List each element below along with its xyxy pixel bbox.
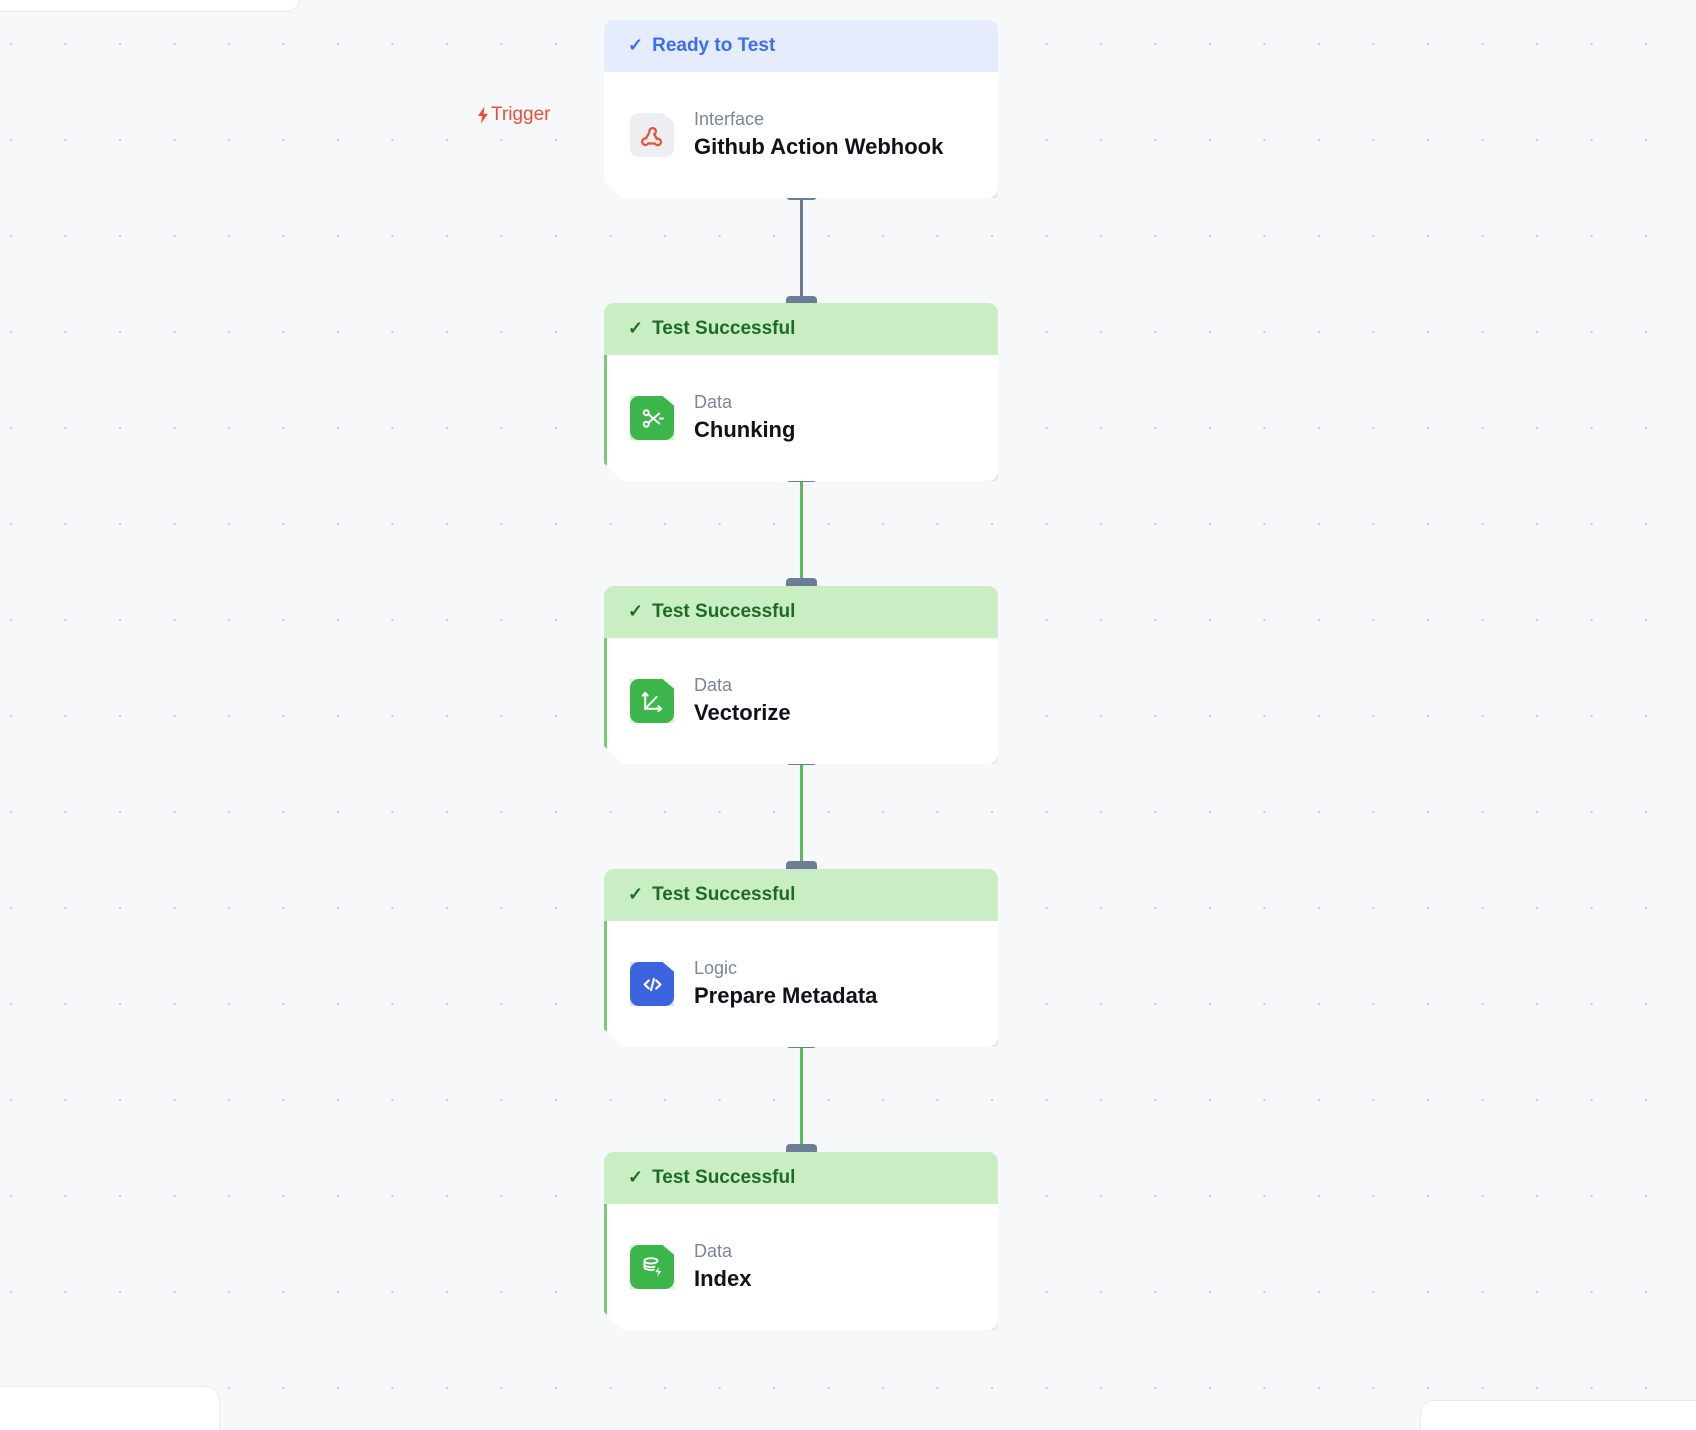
- bottom-right-panel: [1420, 1400, 1696, 1430]
- trigger-label-text: Trigger: [491, 104, 551, 125]
- status-badge-test-successful: ✓ Test Successful: [604, 869, 998, 921]
- node-prepare-metadata[interactable]: ✓ Test Successful Logic Prepare Metadata: [604, 869, 998, 1047]
- trigger-label: Trigger: [476, 104, 550, 126]
- node-text: Data Vectorize: [694, 675, 791, 726]
- node-category: Data: [694, 1241, 733, 1262]
- check-icon: ✓: [628, 601, 644, 621]
- edge-vectorize-metadata: [800, 755, 803, 867]
- bottom-left-panel: [0, 1386, 220, 1430]
- node-body[interactable]: Logic Prepare Metadata: [604, 921, 998, 1047]
- check-icon: ✓: [628, 1167, 644, 1187]
- node-index[interactable]: ✓ Test Successful Data Index: [604, 1152, 998, 1330]
- edge-metadata-index: [800, 1038, 803, 1150]
- node-title: Chunking: [694, 417, 796, 443]
- lightning-bolt-icon: [476, 106, 490, 125]
- status-badge-test-successful: ✓ Test Successful: [604, 1152, 998, 1204]
- status-badge-label: Test Successful: [652, 601, 796, 622]
- node-body[interactable]: Interface Github Action Webhook: [604, 72, 998, 198]
- node-chunking[interactable]: ✓ Test Successful Data Chunking: [604, 303, 998, 481]
- status-badge-ready-to-test: ✓ Ready to Test: [604, 20, 998, 72]
- node-title: Github Action Webhook: [694, 134, 944, 160]
- status-badge-label: Test Successful: [652, 1167, 796, 1188]
- status-badge-test-successful: ✓ Test Successful: [604, 586, 998, 638]
- node-body[interactable]: Data Index: [604, 1204, 998, 1330]
- node-vectorize[interactable]: ✓ Test Successful Data Vectorize: [604, 586, 998, 764]
- edge-chunking-vectorize: [800, 472, 803, 584]
- check-icon: ✓: [628, 35, 644, 55]
- scissors-icon: [630, 396, 674, 440]
- vector-axes-icon: [630, 679, 674, 723]
- database-bolt-icon: [630, 1245, 674, 1289]
- node-text: Data Index: [694, 1241, 751, 1292]
- node-category: Data: [694, 675, 733, 696]
- node-title: Index: [694, 1266, 752, 1292]
- node-body[interactable]: Data Chunking: [604, 355, 998, 481]
- node-category: Data: [694, 392, 733, 413]
- status-badge-label: Ready to Test: [652, 35, 776, 56]
- node-title: Vectorize: [694, 700, 791, 726]
- status-badge-test-successful: ✓ Test Successful: [604, 303, 998, 355]
- top-left-panel: [0, 0, 300, 12]
- webhook-icon: [630, 113, 674, 157]
- node-category: Logic: [694, 958, 738, 979]
- node-title: Prepare Metadata: [694, 983, 878, 1009]
- check-icon: ✓: [628, 884, 644, 904]
- edge-webhook-chunking: [800, 190, 803, 302]
- node-github-action-webhook[interactable]: ✓ Ready to Test Interface Github Action …: [604, 20, 998, 198]
- node-body[interactable]: Data Vectorize: [604, 638, 998, 764]
- check-icon: ✓: [628, 318, 644, 338]
- status-badge-label: Test Successful: [652, 884, 796, 905]
- code-brackets-icon: [630, 962, 674, 1006]
- node-text: Data Chunking: [694, 392, 795, 443]
- status-badge-label: Test Successful: [652, 318, 796, 339]
- node-text: Interface Github Action Webhook: [694, 109, 943, 160]
- node-text: Logic Prepare Metadata: [694, 958, 877, 1009]
- node-category: Interface: [694, 109, 765, 130]
